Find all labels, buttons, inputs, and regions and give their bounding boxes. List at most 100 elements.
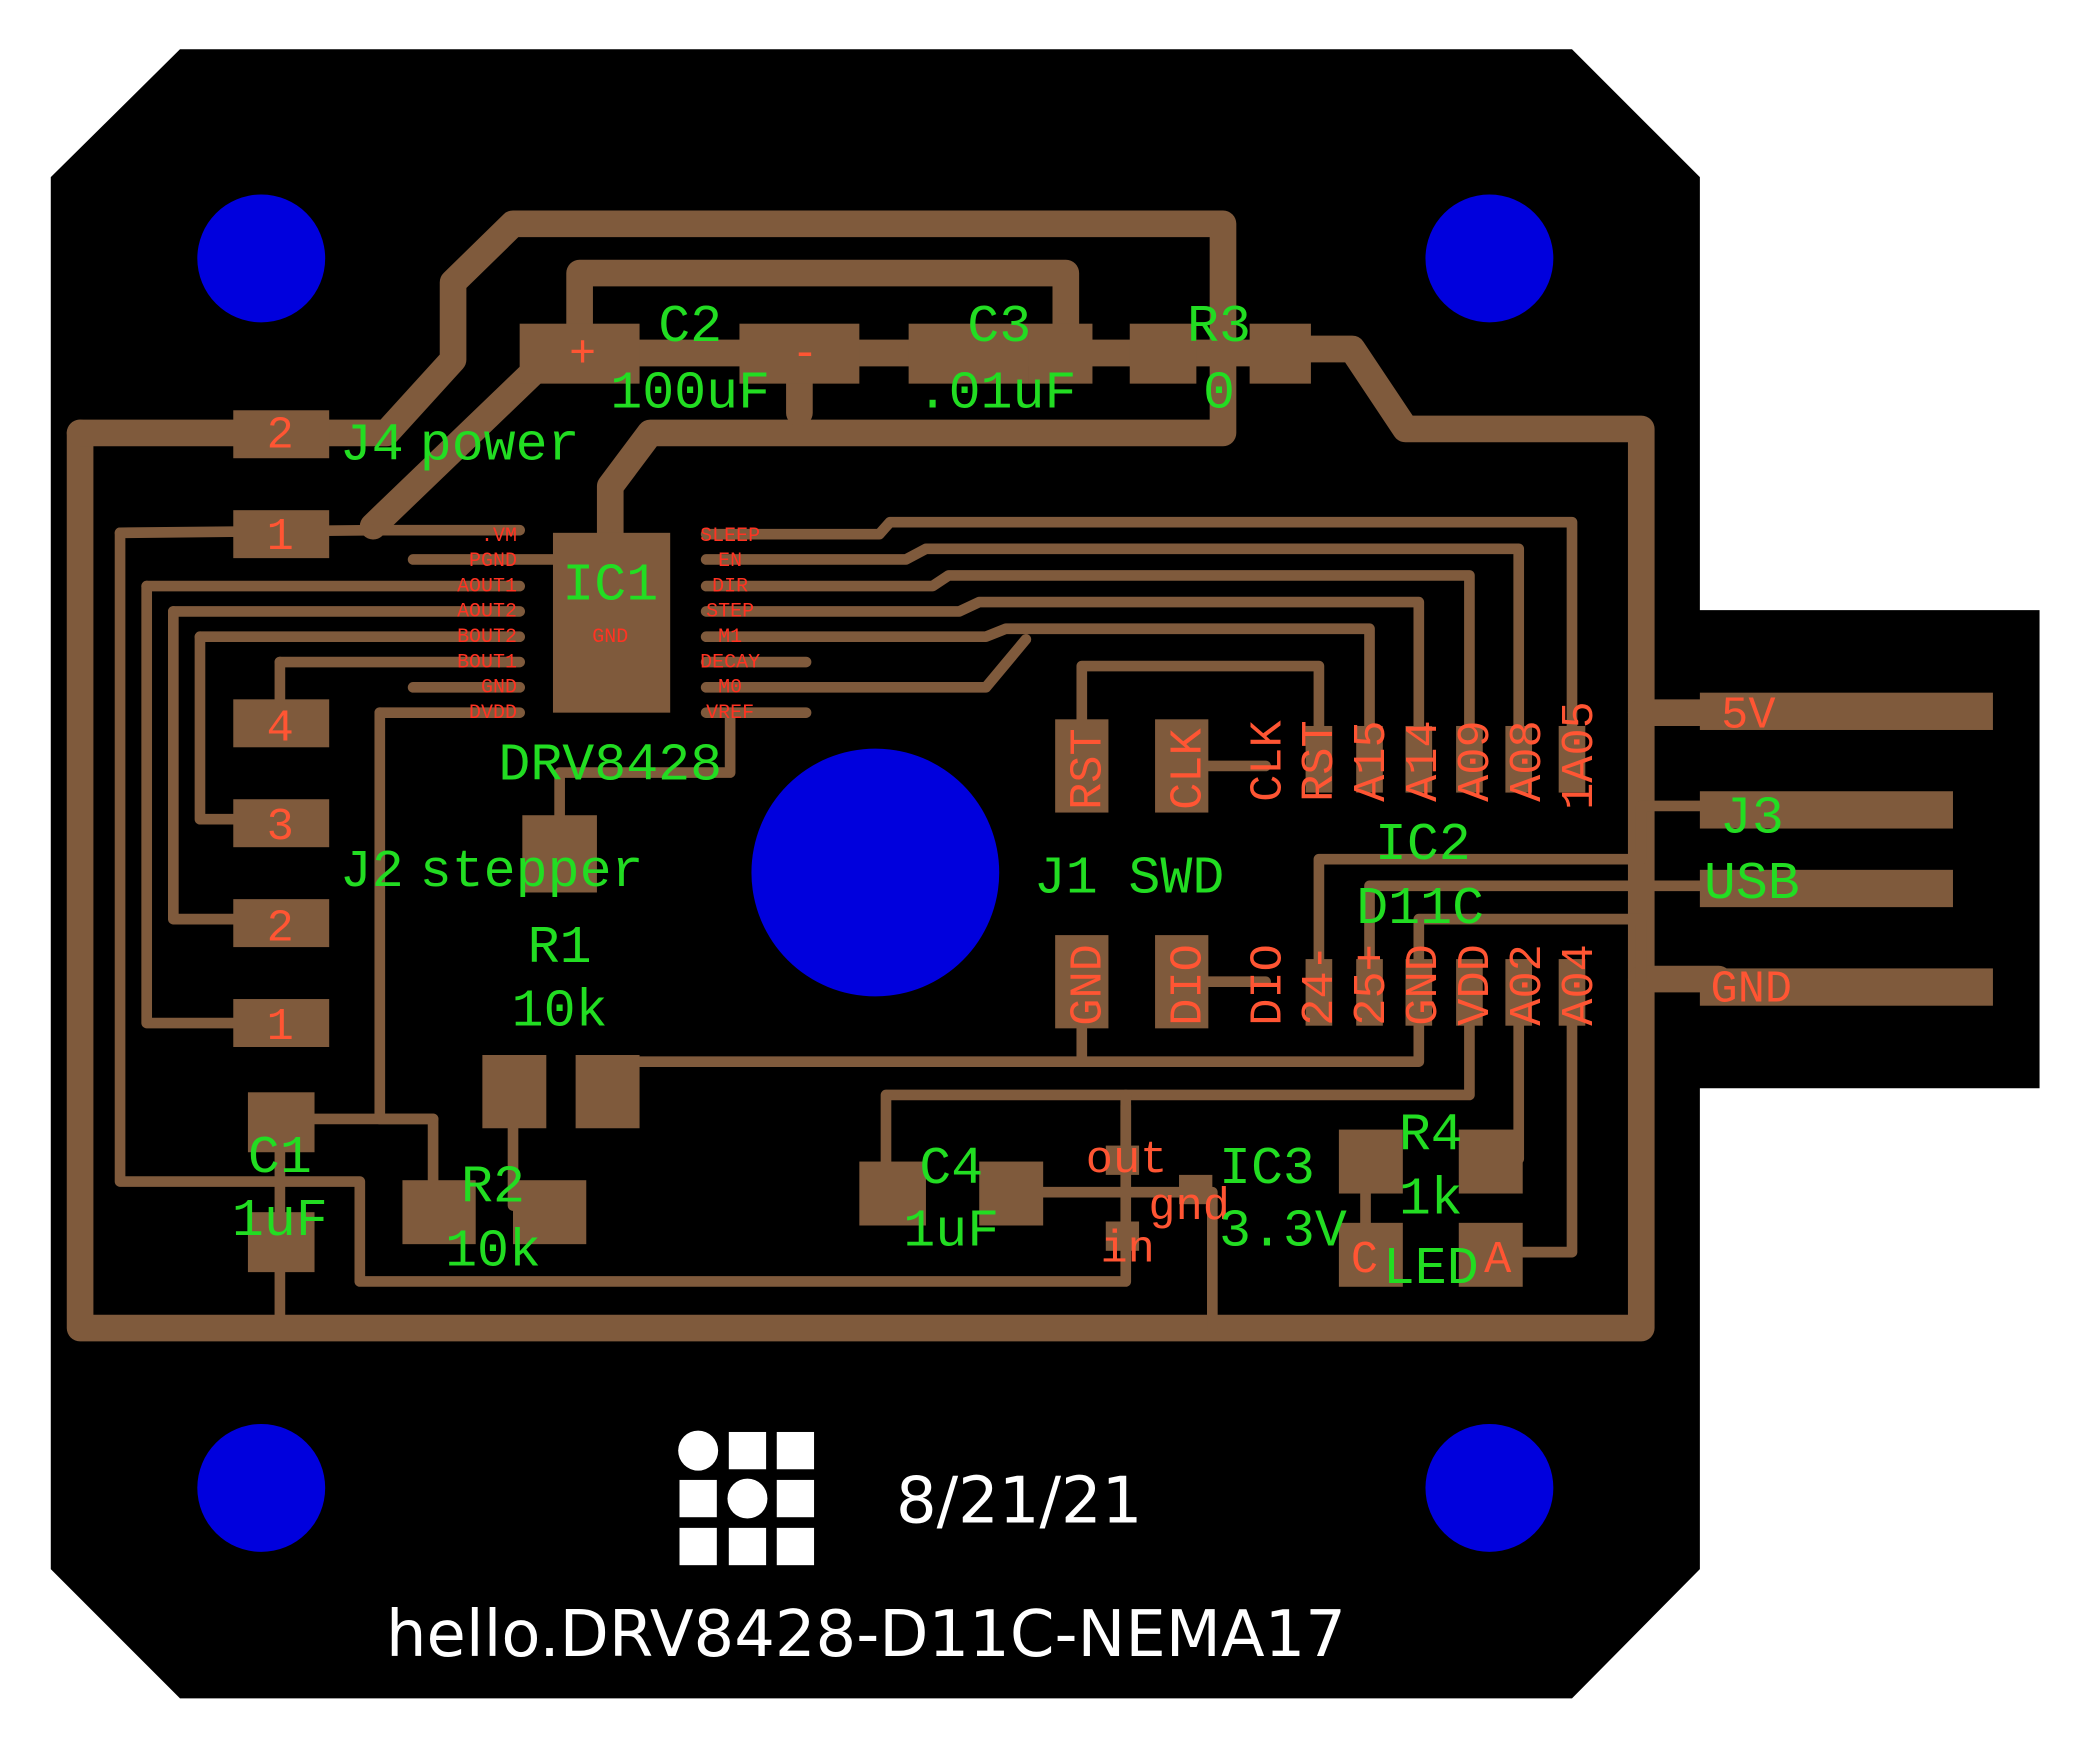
- j4-pin-label: 2: [267, 410, 294, 462]
- c1-value: 1uF: [232, 1191, 328, 1251]
- r2-value: 10k: [445, 1221, 541, 1281]
- ic2-pin-labels: CLK RST A15 A14 A09 A08 1A05 DIO 24- 25+…: [1242, 701, 1606, 1025]
- svg-text:A09: A09: [1450, 720, 1502, 802]
- svg-text:DVDD: DVDD: [469, 701, 517, 724]
- c2-minus-label: -: [791, 328, 818, 380]
- j2-pin-label: 2: [267, 902, 294, 954]
- mounting-hole: [197, 194, 326, 323]
- j3-ref: J3: [1720, 789, 1784, 849]
- svg-text:AOUT2: AOUT2: [457, 600, 517, 623]
- component-labels: J4 power J2 stepper IC3 3.3V: [340, 416, 1347, 1262]
- j3-pin-5v: 5V: [1721, 689, 1775, 741]
- r2-ref: R2: [461, 1158, 525, 1218]
- c3-ref: C3: [967, 297, 1031, 357]
- r1-ref: R1: [528, 918, 592, 978]
- usb-finger-gnd: [1699, 968, 1993, 1006]
- svg-text:DECAY: DECAY: [700, 650, 760, 673]
- j4-value: power: [420, 416, 580, 476]
- svg-text:VDD: VDD: [1450, 944, 1502, 1026]
- svg-text:RST: RST: [1062, 728, 1114, 810]
- ic1-ref: IC1: [562, 555, 658, 615]
- r4-value: 1k: [1399, 1170, 1463, 1230]
- j4-ref: J4: [340, 416, 404, 476]
- led-pin-a: A: [1484, 1234, 1512, 1286]
- svg-text:GND: GND: [1062, 944, 1114, 1026]
- usb-finger-5v: [1699, 692, 1993, 730]
- usb-finger-dminus: [1699, 791, 1953, 829]
- j4-pin-label: 1: [267, 511, 294, 563]
- svg-text:DIR: DIR: [712, 574, 748, 597]
- svg-text:SLEEP: SLEEP: [700, 524, 760, 547]
- svg-text:CLK: CLK: [1242, 720, 1294, 802]
- svg-text:BOUT1: BOUT1: [457, 650, 517, 673]
- svg-text:A15: A15: [1346, 720, 1398, 802]
- ic1-left-pin-labels: .VM PGND AOUT1 AOUT2 BOUT2 BOUT1 GND DVD…: [457, 524, 517, 724]
- svg-text:DIO: DIO: [1242, 944, 1294, 1026]
- led-pin-c: C: [1351, 1234, 1378, 1286]
- r3-value: 0: [1203, 364, 1235, 424]
- svg-text:M0: M0: [718, 676, 742, 699]
- c2-value: 100uF: [610, 364, 770, 424]
- ic3-value: 3.3V: [1219, 1201, 1347, 1261]
- j3-value: USB: [1704, 854, 1800, 914]
- ic1-right-pin-labels: SLEEP EN DIR STEP M1 DECAY M0 VREF: [700, 524, 760, 724]
- j2-pin-label: 1: [267, 1001, 294, 1053]
- svg-text:25+: 25+: [1346, 944, 1398, 1026]
- ic3-ref: IC3: [1219, 1139, 1315, 1199]
- ic2-ref: IC2: [1375, 815, 1471, 875]
- c4-ref: C4: [919, 1139, 983, 1199]
- svg-text:PGND: PGND: [469, 549, 517, 572]
- c4-value: 1uF: [903, 1201, 999, 1261]
- led-ref: LED: [1383, 1239, 1479, 1299]
- svg-text:AOUT1: AOUT1: [457, 574, 517, 597]
- j2-ref: J2: [340, 842, 404, 902]
- c1-ref: C1: [248, 1128, 312, 1188]
- ic2-value: D11C: [1356, 879, 1484, 939]
- mounting-hole: [197, 1423, 326, 1552]
- svg-text:A14: A14: [1398, 720, 1450, 802]
- svg-text:24-: 24-: [1294, 944, 1346, 1026]
- svg-text:RST: RST: [1294, 720, 1346, 802]
- j2-pin-label: 4: [267, 703, 294, 755]
- ic1-center-pad-label: GND: [592, 625, 628, 648]
- j1-value: SWD: [1128, 848, 1224, 908]
- j3-pin-gnd: GND: [1711, 964, 1793, 1016]
- motor-shaft-hole: [751, 748, 1000, 997]
- component-labels: C2 100uF C3 .01uF R3 0 IC1 DRV8428 J1 SW…: [232, 297, 1800, 1299]
- svg-text:GND: GND: [1398, 944, 1450, 1026]
- pads: [233, 323, 1993, 1287]
- svg-text:VREF: VREF: [706, 701, 754, 724]
- ic3-pin-out: out: [1086, 1134, 1168, 1186]
- svg-text:DIO: DIO: [1162, 944, 1214, 1026]
- board-title: hello.DRV8428-D11C-NEMA17: [386, 1598, 1346, 1672]
- j2-pin-label: 3: [267, 801, 294, 853]
- svg-text:EN: EN: [718, 549, 742, 572]
- svg-text:CLK: CLK: [1162, 728, 1214, 810]
- ic3-pin-gnd: gnd: [1148, 1181, 1230, 1233]
- svg-text:A08: A08: [1502, 720, 1554, 802]
- usb-finger-dplus: [1699, 869, 1953, 908]
- mounting-hole: [1425, 1423, 1554, 1552]
- ic1-value: DRV8428: [498, 735, 722, 795]
- svg-text:BOUT2: BOUT2: [457, 625, 517, 648]
- mounting-hole: [1425, 194, 1554, 323]
- svg-text:A04: A04: [1554, 944, 1606, 1026]
- svg-text:GND: GND: [481, 676, 517, 699]
- r1-value: 10k: [512, 982, 608, 1042]
- svg-text:1A05: 1A05: [1554, 701, 1606, 810]
- j1-ref: J1: [1034, 848, 1098, 908]
- svg-text:STEP: STEP: [706, 600, 754, 623]
- j2-value: stepper: [420, 842, 644, 902]
- ic3-pin-in: in: [1100, 1223, 1154, 1275]
- svg-text:.VM: .VM: [481, 524, 517, 547]
- svg-text:A02: A02: [1502, 944, 1554, 1026]
- c3-value: .01uF: [917, 364, 1077, 424]
- svg-text:M1: M1: [718, 625, 742, 648]
- j1-pin-labels: RST CLK GND DIO: [1062, 728, 1214, 1026]
- r4-ref: R4: [1399, 1106, 1463, 1166]
- c2-ref: C2: [658, 297, 722, 357]
- board-date: 8/21/21: [896, 1465, 1142, 1539]
- logo: [678, 1430, 815, 1566]
- r3-ref: R3: [1187, 297, 1251, 357]
